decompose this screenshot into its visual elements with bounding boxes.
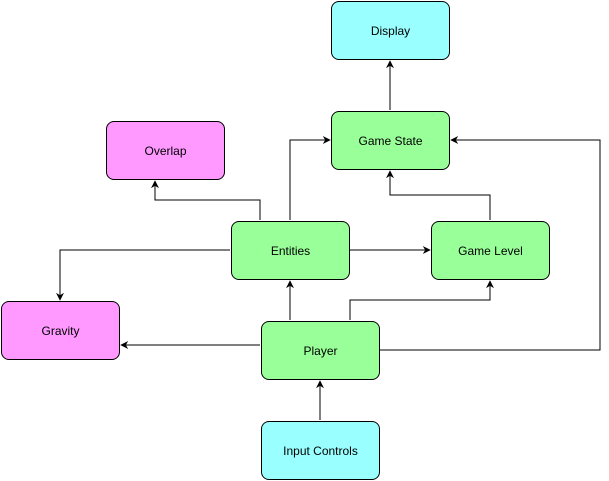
node-entities-label: Entities	[270, 243, 311, 258]
edge-player-to-gamestate	[380, 136, 601, 351]
node-game-level: Game Level	[431, 221, 550, 280]
node-gravity-label: Gravity	[41, 323, 80, 338]
node-input-controls: Input Controls	[261, 421, 380, 480]
node-entities: Entities	[231, 221, 350, 280]
node-display: Display	[331, 1, 450, 60]
node-input-controls-label: Input Controls	[283, 443, 358, 458]
node-player: Player	[261, 321, 380, 380]
node-overlap: Overlap	[106, 121, 225, 180]
edge-entities-to-overlap	[151, 180, 261, 220]
node-player-label: Player	[303, 343, 338, 358]
node-gravity: Gravity	[1, 301, 120, 360]
node-overlap-label: Overlap	[144, 143, 187, 158]
node-game-state-label: Game State	[358, 133, 423, 148]
edge-entities-to-gamestate	[289, 136, 331, 220]
edge-entities-to-gravity	[56, 249, 230, 301]
edge-player-to-gamelevel	[349, 280, 494, 320]
node-display-label: Display	[370, 23, 411, 38]
edge-gamelevel-to-gamestate	[386, 170, 491, 220]
node-game-level-label: Game Level	[458, 243, 523, 258]
node-game-state: Game State	[331, 111, 450, 170]
